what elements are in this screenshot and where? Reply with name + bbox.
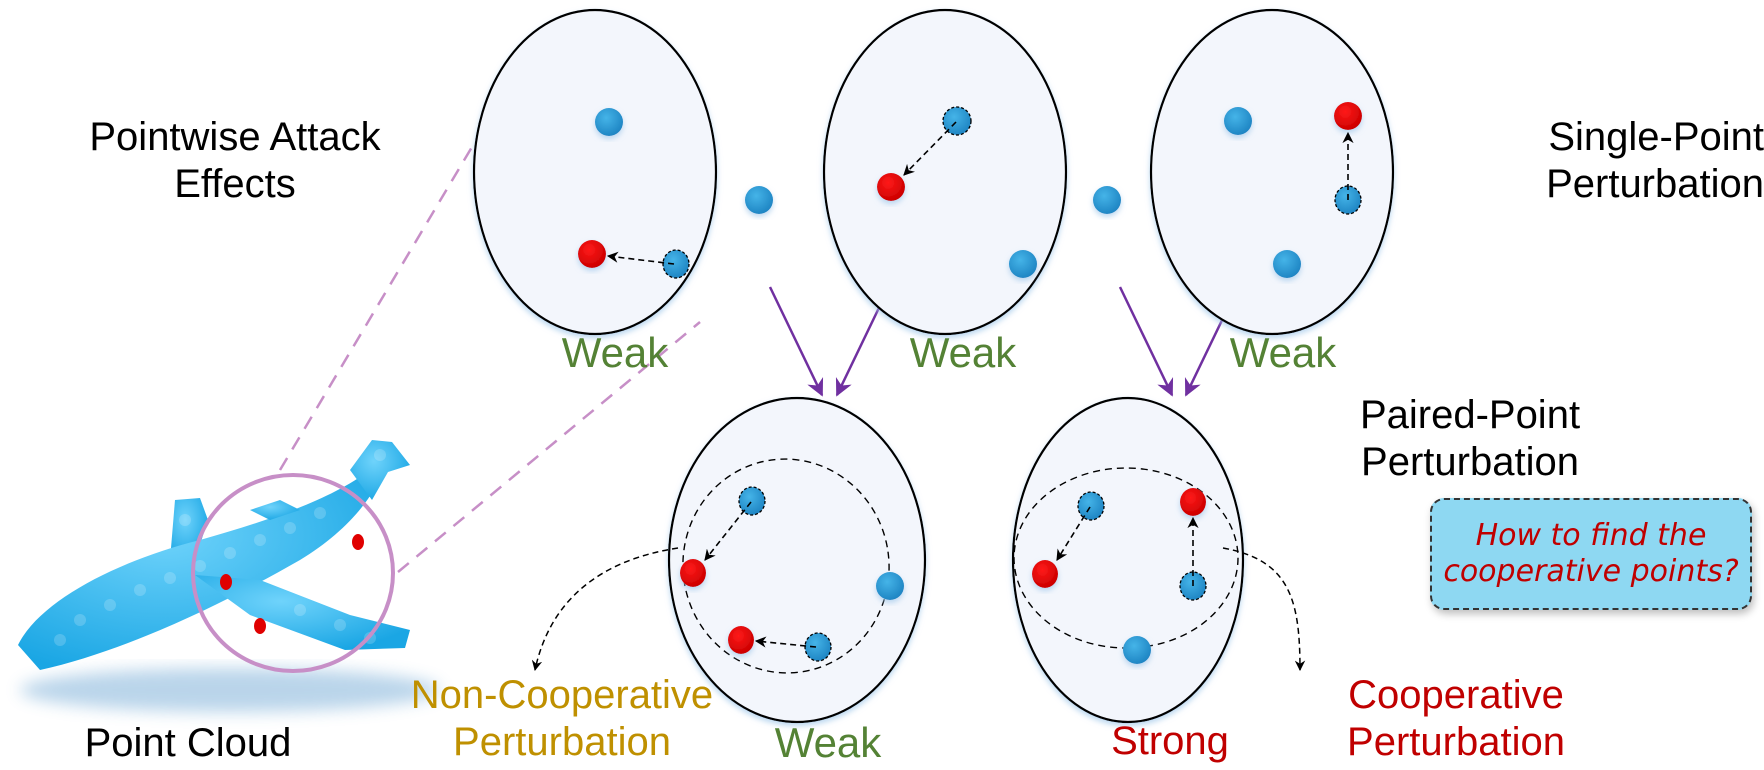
perturbation-arrow [606, 251, 675, 265]
plane-fuselage [18, 462, 385, 670]
perturbation-arrow [1056, 506, 1091, 561]
top-circle-2 [822, 8, 1121, 336]
plane-point-texture [54, 449, 386, 646]
effect-label-bottom-2: Strong [1111, 719, 1229, 763]
merge-arrow [1118, 286, 1174, 397]
airplane-point-cloud [18, 440, 440, 712]
callout-line-2: cooperative points? [1443, 554, 1739, 589]
coop-line-2: Perturbation [1347, 720, 1565, 765]
single-point-perturbation-label: Single-Point Perturbation [1520, 114, 1764, 208]
title-line-2: Effects [174, 162, 296, 207]
cooperative-perturbation-label: Cooperative Perturbation [1326, 672, 1586, 766]
top-circle-1 [472, 8, 773, 336]
non-cooperative-perturbation-label: Non-Cooperative Perturbation [392, 672, 732, 766]
perturbed-point [728, 626, 754, 654]
perturbed-point [1180, 488, 1206, 516]
original-point [804, 632, 832, 662]
effect-label-bottom-1: Weak [774, 719, 882, 766]
effect-label-top-3: Weak [1229, 329, 1337, 376]
non-cooperative-pointer-arrow [531, 547, 679, 672]
effect-label-top-2: Weak [909, 329, 1017, 376]
pointwise-attack-effects-title: Pointwise Attack Effects [60, 114, 410, 208]
plane-right-wing [195, 575, 410, 650]
perturbed-point [1032, 560, 1058, 588]
zoom-guide-line-lower [397, 321, 701, 573]
cooperative-pointer-arrow [1222, 547, 1306, 672]
perturbed-point [578, 240, 606, 268]
region-circle [472, 8, 718, 336]
plane-perturbed-point [220, 574, 232, 590]
single-point-line-1: Single-Point [1548, 115, 1764, 159]
top-circle-3 [1149, 8, 1395, 336]
paired-point-line-2: Perturbation [1361, 440, 1579, 485]
title-line-1: Pointwise Attack [89, 115, 381, 159]
bottom-circle-1 [667, 396, 927, 724]
perturbed-point [877, 173, 905, 201]
clean-point [1009, 250, 1037, 278]
non-coop-line-1: Non-Cooperative [410, 673, 714, 717]
zoom-ring [191, 473, 395, 673]
coop-line-1: Cooperative [1348, 673, 1564, 717]
plane-perturbed-point [254, 618, 266, 634]
region-circle [822, 8, 1068, 336]
clean-point [876, 572, 904, 600]
perturbation-arrow [754, 636, 817, 648]
original-point [942, 106, 972, 136]
region-circle [1011, 396, 1245, 724]
original-point [662, 249, 690, 279]
non-coop-line-2: Perturbation [453, 720, 671, 765]
clean-point [1093, 186, 1121, 214]
plane-cockpit [250, 500, 300, 520]
perturbed-point [1334, 102, 1362, 130]
clean-point [1123, 636, 1151, 664]
merge-arrow [768, 286, 824, 397]
clean-point [595, 108, 623, 136]
callout-line-1: How to find the [1475, 518, 1707, 553]
region-circle [1149, 8, 1395, 336]
clean-point [1224, 107, 1252, 135]
original-point [738, 486, 766, 516]
plane-shadow [20, 668, 440, 712]
plane-tail [350, 440, 410, 500]
perturbation-arrow [903, 121, 957, 176]
question-callout: How to find the cooperative points? [1430, 498, 1752, 610]
plane-perturbed-point [352, 534, 364, 550]
perturbed-point [680, 559, 706, 587]
bottom-circle-2 [1011, 396, 1245, 724]
perturbation-arrow [704, 501, 752, 561]
paired-point-line-1: Paired-Point [1359, 393, 1581, 437]
single-point-line-2: Perturbation [1546, 162, 1764, 207]
paired-point-perturbation-label: Paired-Point Perturbation [1330, 392, 1610, 486]
point-cloud-label: Point Cloud [84, 721, 292, 765]
clean-point [745, 186, 773, 214]
clean-point [1273, 250, 1301, 278]
original-point [1077, 491, 1105, 521]
zoom-guide-line-upper [278, 119, 490, 471]
effect-label-top-1: Weak [561, 329, 669, 376]
